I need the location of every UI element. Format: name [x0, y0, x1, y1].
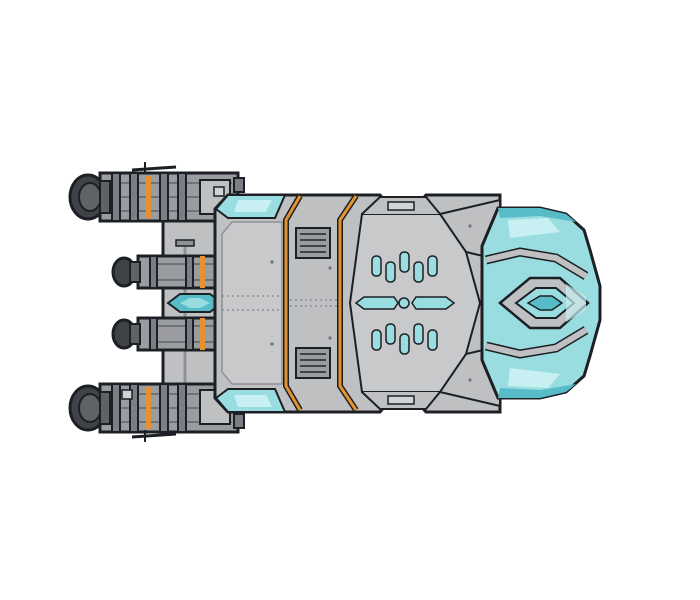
main-hull	[213, 193, 502, 414]
engine-top-large	[68, 162, 245, 223]
vent-top	[295, 227, 331, 259]
cockpit-canopy	[480, 206, 602, 400]
engine-bottom-large	[68, 382, 245, 442]
engine-upper-small	[111, 254, 232, 290]
crystal-cluster	[354, 251, 456, 355]
vent-bottom	[295, 347, 331, 379]
engine-lower-small	[111, 316, 232, 352]
